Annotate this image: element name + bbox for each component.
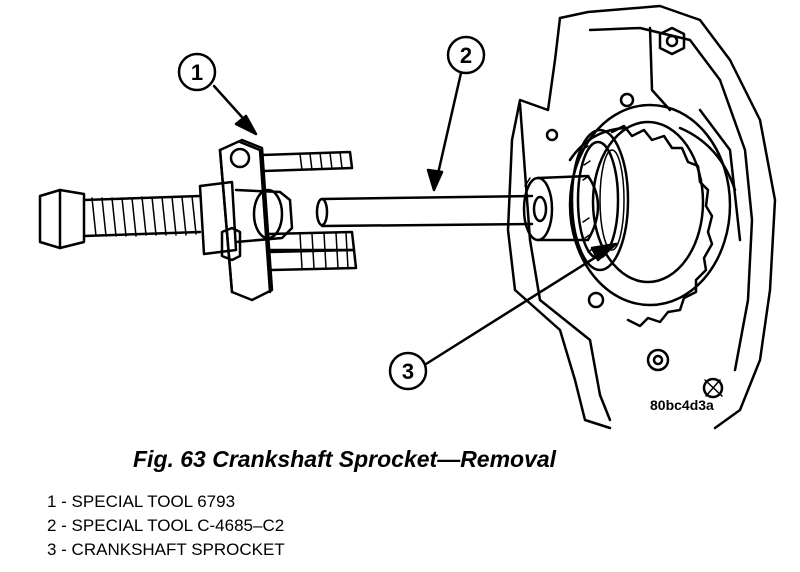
callout-3: 3 bbox=[388, 242, 618, 391]
figure-caption: Fig. 63 Crankshaft Sprocket—Removal bbox=[133, 446, 557, 472]
callout-2-number: 2 bbox=[460, 43, 472, 68]
callout-1-number: 1 bbox=[191, 60, 203, 85]
special-tool-c-4685-c2 bbox=[315, 194, 534, 228]
crankshaft-nose bbox=[522, 174, 600, 242]
legend-item: 3 - CRANKSHAFT SPROCKET bbox=[47, 540, 285, 559]
engine-block bbox=[506, 4, 777, 430]
special-tool-6793 bbox=[38, 138, 358, 302]
legend: 1 - SPECIAL TOOL 6793 2 - SPECIAL TOOL C… bbox=[47, 490, 285, 562]
legend-item: 1 - SPECIAL TOOL 6793 bbox=[47, 492, 236, 511]
crankshaft-sprocket bbox=[570, 120, 714, 328]
image-code: 80bc4d3a bbox=[650, 397, 714, 413]
housing-bolt bbox=[658, 26, 686, 56]
callout-3-number: 3 bbox=[402, 359, 414, 384]
legend-item: 2 - SPECIAL TOOL C-4685–C2 bbox=[47, 516, 285, 535]
crankshaft-sprocket-removal-illustration: 1 2 3 80bc4d3a bbox=[38, 4, 777, 430]
callout-2: 2 bbox=[426, 35, 486, 192]
callout-1: 1 bbox=[177, 52, 258, 136]
